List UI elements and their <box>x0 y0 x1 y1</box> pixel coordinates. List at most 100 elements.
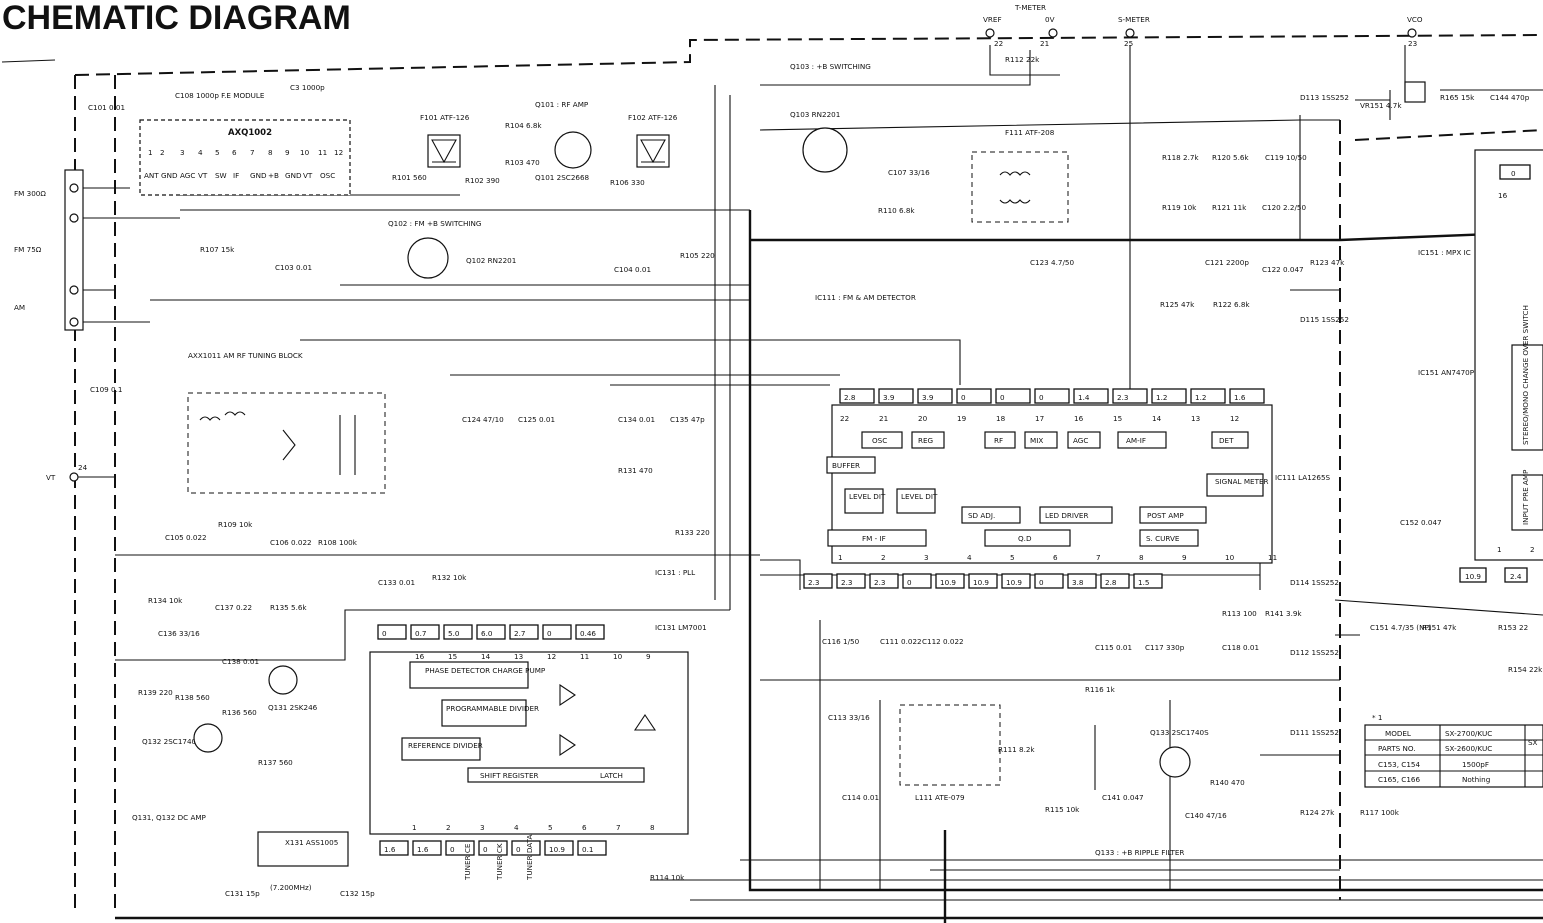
ic131-pin-voltage: 0.1 <box>582 845 593 854</box>
vco-label: VCO <box>1407 15 1423 24</box>
ic151-p16: 16 <box>1498 191 1508 200</box>
r116-label: R116 1k <box>1085 685 1116 694</box>
ic111-pin-voltage-box <box>1133 573 1163 589</box>
fe-module: C108 1000p F.E MODULE AXQ1002 1 2 3 4 5 … <box>139 83 351 196</box>
ic111-sd-adj: SD ADJ. <box>968 511 995 520</box>
ic111-pin-voltage-box <box>968 573 998 589</box>
fe-pin-5: 5 <box>215 148 220 157</box>
ic111-pin-voltage-box <box>878 388 914 404</box>
ic111-pin-voltage: 0 <box>961 393 966 402</box>
r121-label: R121 11k <box>1212 203 1247 212</box>
fe-pin-name-b: +B <box>268 171 279 180</box>
am-block-label: AXX1011 AM RF TUNING BLOCK <box>188 351 303 360</box>
fe-pin-4: 4 <box>198 148 203 157</box>
ic151-p1: 1 <box>1497 545 1502 554</box>
ic111-pin-voltage: 2.8 <box>844 393 856 402</box>
pin-22: 22 <box>994 39 1003 48</box>
c107-label: C107 33/16 <box>888 168 930 177</box>
r141-label: R141 3.9k <box>1265 609 1302 618</box>
fe-pin-name-osc: OSC <box>320 171 335 180</box>
tuner-data: TUNER DATA <box>525 835 534 881</box>
c137-label: C137 0.22 <box>215 603 252 612</box>
fe-pin-name-ant: ANT <box>144 171 159 180</box>
c138-label: C138 0.01 <box>222 657 259 666</box>
mid-parts: C124 47/10 C125 0.01 C134 0.01 C135 47p … <box>132 415 1400 898</box>
ic111-title: IC111 : FM & AM DETECTOR <box>815 293 916 302</box>
model-table: * 1 MODEL SX-2700/KUC SX PARTS NO. SX-26… <box>1364 713 1543 788</box>
fe-pin-name-vt2: VT <box>303 171 313 180</box>
r104-label: R104 6.8k <box>505 121 542 130</box>
vt-label: VT <box>46 473 56 482</box>
fe-pin-name-if: IF <box>233 171 239 180</box>
vref-terminal <box>985 28 995 38</box>
ic111-pin-number: 17 <box>1035 414 1044 423</box>
ic111-pin-voltage-box <box>803 573 833 589</box>
ic111-pin-voltage: 1.2 <box>1156 393 1167 402</box>
fe-pin-2: 2 <box>160 148 165 157</box>
ic111-level2: LEVEL DIT <box>901 492 938 501</box>
r137-label: R137 560 <box>258 758 293 767</box>
c121-label: C121 2200p <box>1205 258 1249 267</box>
ic131-pin-number: 3 <box>480 823 485 832</box>
ic111-pin-voltage: 2.3 <box>808 578 819 587</box>
c133-label: C133 0.01 <box>378 578 415 587</box>
fe-pin-3: 3 <box>180 148 185 157</box>
r132-label: R132 10k <box>432 573 467 582</box>
ic111-pin-number: 11 <box>1268 553 1277 562</box>
d113-label: D113 1SS252 <box>1300 93 1349 102</box>
ic151-input: INPUT PRE AMP <box>1521 469 1530 525</box>
r110-label: R110 6.8k <box>878 206 915 215</box>
model-row-c165: C165, C166 <box>1378 775 1420 784</box>
r117-label: R117 100k <box>1360 808 1400 817</box>
r153-label: R153 22 <box>1498 623 1528 632</box>
c101-label: C101 0.01 <box>88 103 125 112</box>
q132-label: Q132 2SC1740SLN <box>142 737 210 746</box>
ov-terminal <box>1048 28 1058 38</box>
r123-label: R123 47k <box>1310 258 1345 267</box>
r118-label: R118 2.7k <box>1162 153 1199 162</box>
ic111-pin-voltage: 1.6 <box>1234 393 1246 402</box>
ic111-pin-voltage-box <box>902 573 932 589</box>
ic131-pin-voltage-box <box>509 624 539 640</box>
vco-terminal <box>1407 28 1417 38</box>
d112-label: D112 1SS252 <box>1290 648 1339 657</box>
ic131-pin-voltage: 0 <box>450 845 455 854</box>
ic111-pin-number: 13 <box>1191 414 1200 423</box>
r106-label: R106 330 <box>610 178 645 187</box>
ic111-rf: RF <box>994 436 1003 445</box>
c109-label: C109 0.1 <box>90 385 122 394</box>
r134-label: R134 10k <box>148 596 183 605</box>
ic131-pd: PHASE DETECTOR CHARGE PUMP <box>425 666 546 675</box>
ic131-pin-number: 4 <box>514 823 519 832</box>
ic111-pin-voltage: 3.9 <box>922 393 934 402</box>
ic131-pin-number: 12 <box>547 652 556 661</box>
ic131-part: IC131 LM7001 <box>655 623 707 632</box>
am-tuning-block: AXX1011 AM RF TUNING BLOCK C105 0.022 R1… <box>165 351 386 547</box>
ic131-pin-voltage: 1.6 <box>384 845 396 854</box>
pin-25: 25 <box>1124 39 1133 48</box>
ic111-pin-voltage: 1.4 <box>1078 393 1090 402</box>
ic151-p2: 2 <box>1530 545 1535 554</box>
fe-pin-name-gnd: GND <box>161 171 178 180</box>
ic131-ref: REFERENCE DIVIDER <box>408 741 483 750</box>
r119-label: R119 10k <box>1162 203 1197 212</box>
ic111-pin-voltage-box <box>1067 573 1097 589</box>
ic111-pin-number: 22 <box>840 414 849 423</box>
ic111-pin-voltage-box <box>836 573 866 589</box>
ic131-pin-voltage: 2.7 <box>514 629 525 638</box>
ic111-pin-number: 7 <box>1096 553 1101 562</box>
ic131-pin-voltage: 1.6 <box>417 845 429 854</box>
fe-pin-6: 6 <box>232 148 237 157</box>
ic111-pin-voltage: 10.9 <box>1006 578 1022 587</box>
vref-label: VREF <box>983 15 1002 24</box>
r105-label: R105 220 <box>680 251 715 260</box>
ic131-pin-number: 16 <box>415 652 425 661</box>
ic131-pin-voltage-box <box>377 624 407 640</box>
fe-pin-name-gnd2: GND <box>250 171 267 180</box>
r120-label: R120 5.6k <box>1212 153 1249 162</box>
c132-label: C132 15p <box>340 889 375 898</box>
ic111-pin-number: 21 <box>879 414 888 423</box>
ic131-pin-voltage-box <box>542 624 572 640</box>
ic111-post-amp: POST AMP <box>1147 511 1184 520</box>
ic131-pin-number: 6 <box>582 823 587 832</box>
